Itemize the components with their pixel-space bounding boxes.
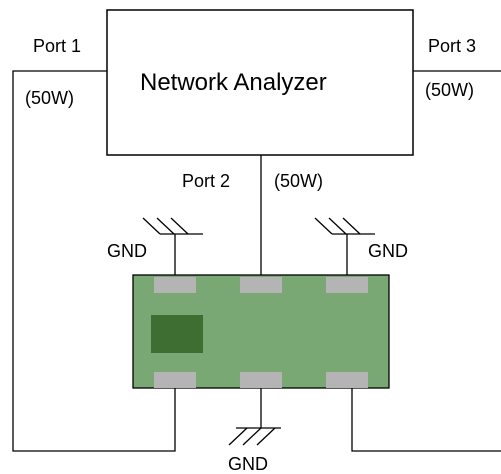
port2-label: Port 2: [182, 171, 231, 191]
pad-bottom-right: [326, 372, 368, 388]
ground-symbol-top-right: [314, 217, 375, 277]
port3-label: Port 3: [428, 36, 477, 56]
gnd-label-top-left: GND: [107, 241, 147, 261]
pad-bottom-left: [154, 372, 196, 388]
port3-return-wire: [351, 388, 501, 452]
gnd-label-bottom: GND: [228, 454, 268, 474]
pad-top-right: [326, 277, 368, 293]
ground-symbol-bottom: [228, 388, 281, 446]
network-analyzer-box: [106, 9, 414, 156]
pad-top-center: [240, 277, 282, 293]
gnd-label-top-right: GND: [368, 241, 408, 261]
port1-wire: [12, 70, 176, 452]
network-analyzer-title: Network Analyzer: [140, 69, 327, 96]
pad-top-left: [154, 277, 196, 293]
pad-bottom-center: [240, 372, 282, 388]
ground-symbol-top-left: [142, 217, 203, 277]
port3-impedance: (50W): [425, 80, 474, 100]
port1-label: Port 1: [33, 36, 82, 56]
chip: [151, 315, 203, 353]
port1-impedance: (50W): [25, 88, 74, 108]
port2-impedance: (50W): [274, 171, 323, 191]
